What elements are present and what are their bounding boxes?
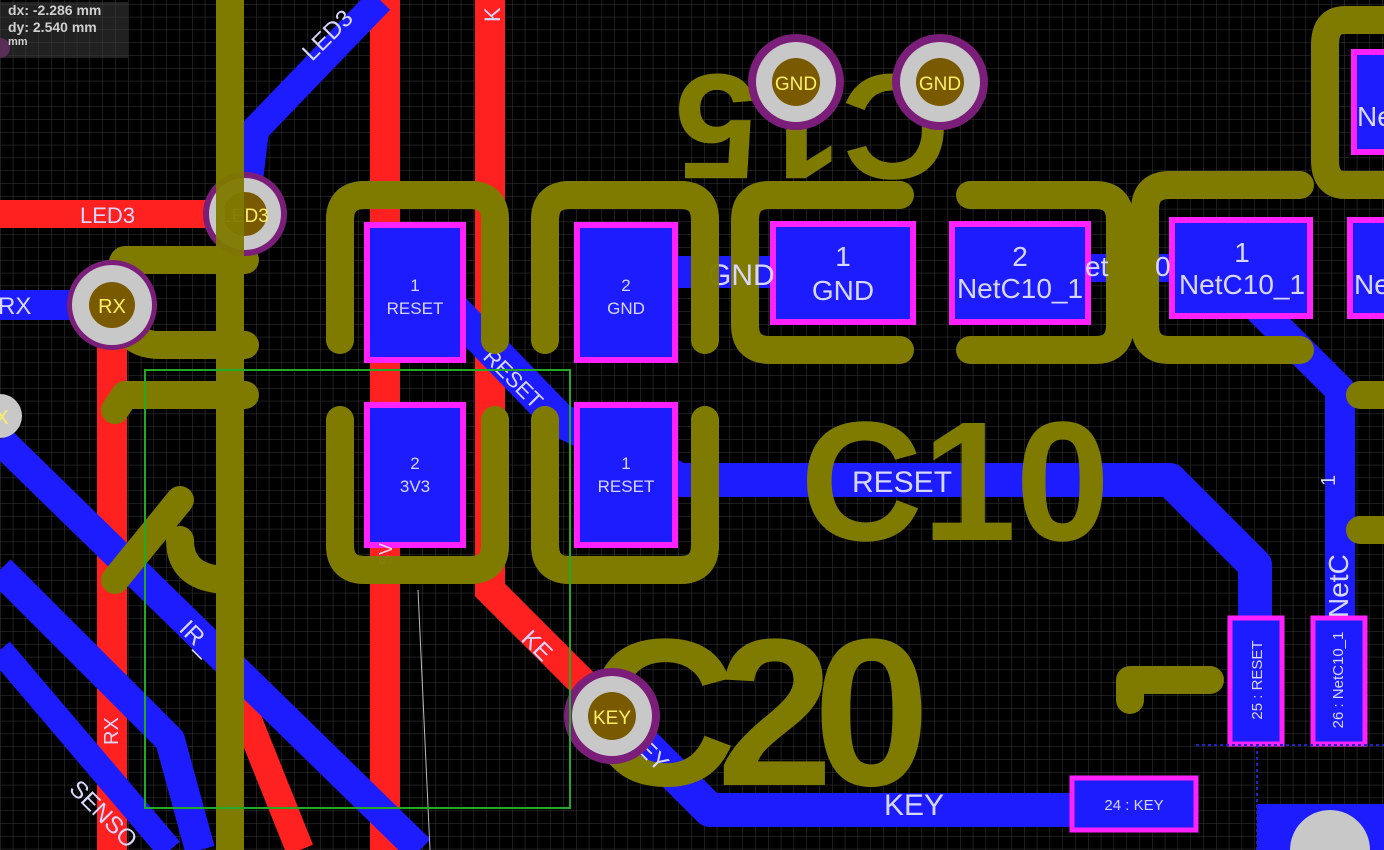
pad-edge-top[interactable]: [1351, 49, 1384, 155]
measure-unit: mm: [8, 36, 28, 48]
silk-cap-d: [1131, 171, 1314, 364]
measure-dx: dx: -2.286 mm: [8, 2, 102, 18]
ic-outline: [1196, 744, 1384, 850]
pad-3v3-2-num: 2: [410, 454, 419, 473]
via-rx[interactable]: RX: [67, 260, 157, 350]
label-led3: LED3: [80, 203, 135, 228]
label-netc10-v2: 1: [1318, 475, 1340, 486]
via-led3[interactable]: LED3: [203, 172, 287, 256]
pad-edge[interactable]: [1347, 217, 1384, 319]
pad-netc10-2[interactable]: [949, 221, 1091, 325]
via-key[interactable]: KEY: [564, 668, 660, 764]
silk-cap-e: [1311, 6, 1384, 199]
pad-netc10-1-net: NetC10_1: [1179, 269, 1305, 300]
label-rx-vertical: RX: [101, 717, 123, 745]
via-gnd-1-label: GND: [775, 74, 817, 95]
ic-via-corner[interactable]: [1290, 810, 1370, 850]
trace-reset-bottom[interactable]: [402, 258, 1272, 660]
label-netc10-h: et: [1085, 251, 1109, 282]
pad-reset-1-net: RESET: [387, 299, 444, 318]
ic-pin-26-label: 26 : NetC10_1: [1330, 632, 1347, 729]
pad-edge-top-net: Ne: [1357, 101, 1384, 132]
pad-netc10-1-num: 1: [1234, 237, 1250, 268]
pad-gnd-2-num: 2: [621, 276, 630, 295]
silk-cap-c-right: [956, 181, 1134, 364]
selection-box[interactable]: [144, 369, 571, 809]
via-gnd-2-label: GND: [919, 74, 961, 95]
pad-gnd-2[interactable]: [574, 222, 678, 363]
via-x-label: X: [0, 407, 9, 429]
label-reset-h: RESET: [852, 466, 952, 499]
via-key-label: KEY: [593, 708, 631, 729]
pad-labels: 1 RESET 2 3V3 2 GND 1 RESET 1 GND 2 NetC…: [387, 101, 1384, 814]
via-rx-label: RX: [98, 296, 126, 318]
measure-dy: dy: 2.540 mm: [8, 19, 97, 35]
silk-ic-corner: [1116, 666, 1224, 714]
pad-3v3-2[interactable]: [364, 402, 466, 548]
label-gnd-h: GND: [708, 259, 775, 292]
sketch-line: [417, 589, 431, 850]
label-rx: RX: [0, 293, 31, 320]
pad-gnd-1[interactable]: [770, 221, 916, 325]
pad-gnd-1-net: GND: [812, 275, 874, 306]
label-key-top: K: [480, 7, 505, 22]
pad-netc10-1[interactable]: [1169, 217, 1313, 319]
trace-sensor-a[interactable]: [0, 559, 215, 850]
via-gnd-1[interactable]: GND: [748, 34, 844, 130]
pad-edge-net: Ne: [1354, 269, 1384, 300]
pad-gnd-1-num: 1: [835, 241, 851, 272]
trace-red-diag[interactable]: [227, 694, 313, 850]
ic-pin-24[interactable]: [1069, 775, 1199, 833]
pad-reset-1-num: 1: [410, 276, 419, 295]
trace-netc10-vertical[interactable]: [1229, 279, 1355, 640]
via-gnd-2[interactable]: GND: [892, 34, 988, 130]
ic-pin-25[interactable]: [1227, 615, 1285, 747]
pad-3v3-2-net: 3V3: [400, 477, 430, 496]
pad-reset-1[interactable]: [364, 222, 466, 363]
label-netc10-v: NetC: [1323, 554, 1354, 618]
pad-reset-1b-net: RESET: [598, 477, 655, 496]
label-key-h: KEY: [884, 789, 944, 822]
label-netc10-h2: 0: [1155, 251, 1171, 282]
silk-c10: C10: [800, 387, 1110, 577]
trace-sensor[interactable]: [0, 641, 180, 850]
pad-reset-1b-num: 1: [621, 454, 630, 473]
pad-netc10-2-net: NetC10_1: [957, 273, 1083, 304]
ic-pin-25-label: 25 : RESET: [1249, 640, 1266, 719]
via-x[interactable]: X: [0, 394, 22, 438]
measure-readout: dx: -2.286 mm dy: 2.540 mm mm: [0, 2, 128, 58]
ic-pin-24-label: 24 : KEY: [1104, 797, 1163, 814]
pad-netc10-2-num: 2: [1012, 241, 1028, 272]
silk-cap-c-left: [731, 181, 914, 364]
pad-gnd-2-net: GND: [607, 299, 645, 318]
silk-overlay: [216, 0, 719, 850]
silk-ref-tick: [101, 381, 259, 424]
pads: [364, 49, 1384, 850]
pad-reset-1b[interactable]: [574, 402, 678, 548]
trace-ir[interactable]: [0, 429, 431, 850]
ic-pin-26[interactable]: [1310, 615, 1368, 747]
